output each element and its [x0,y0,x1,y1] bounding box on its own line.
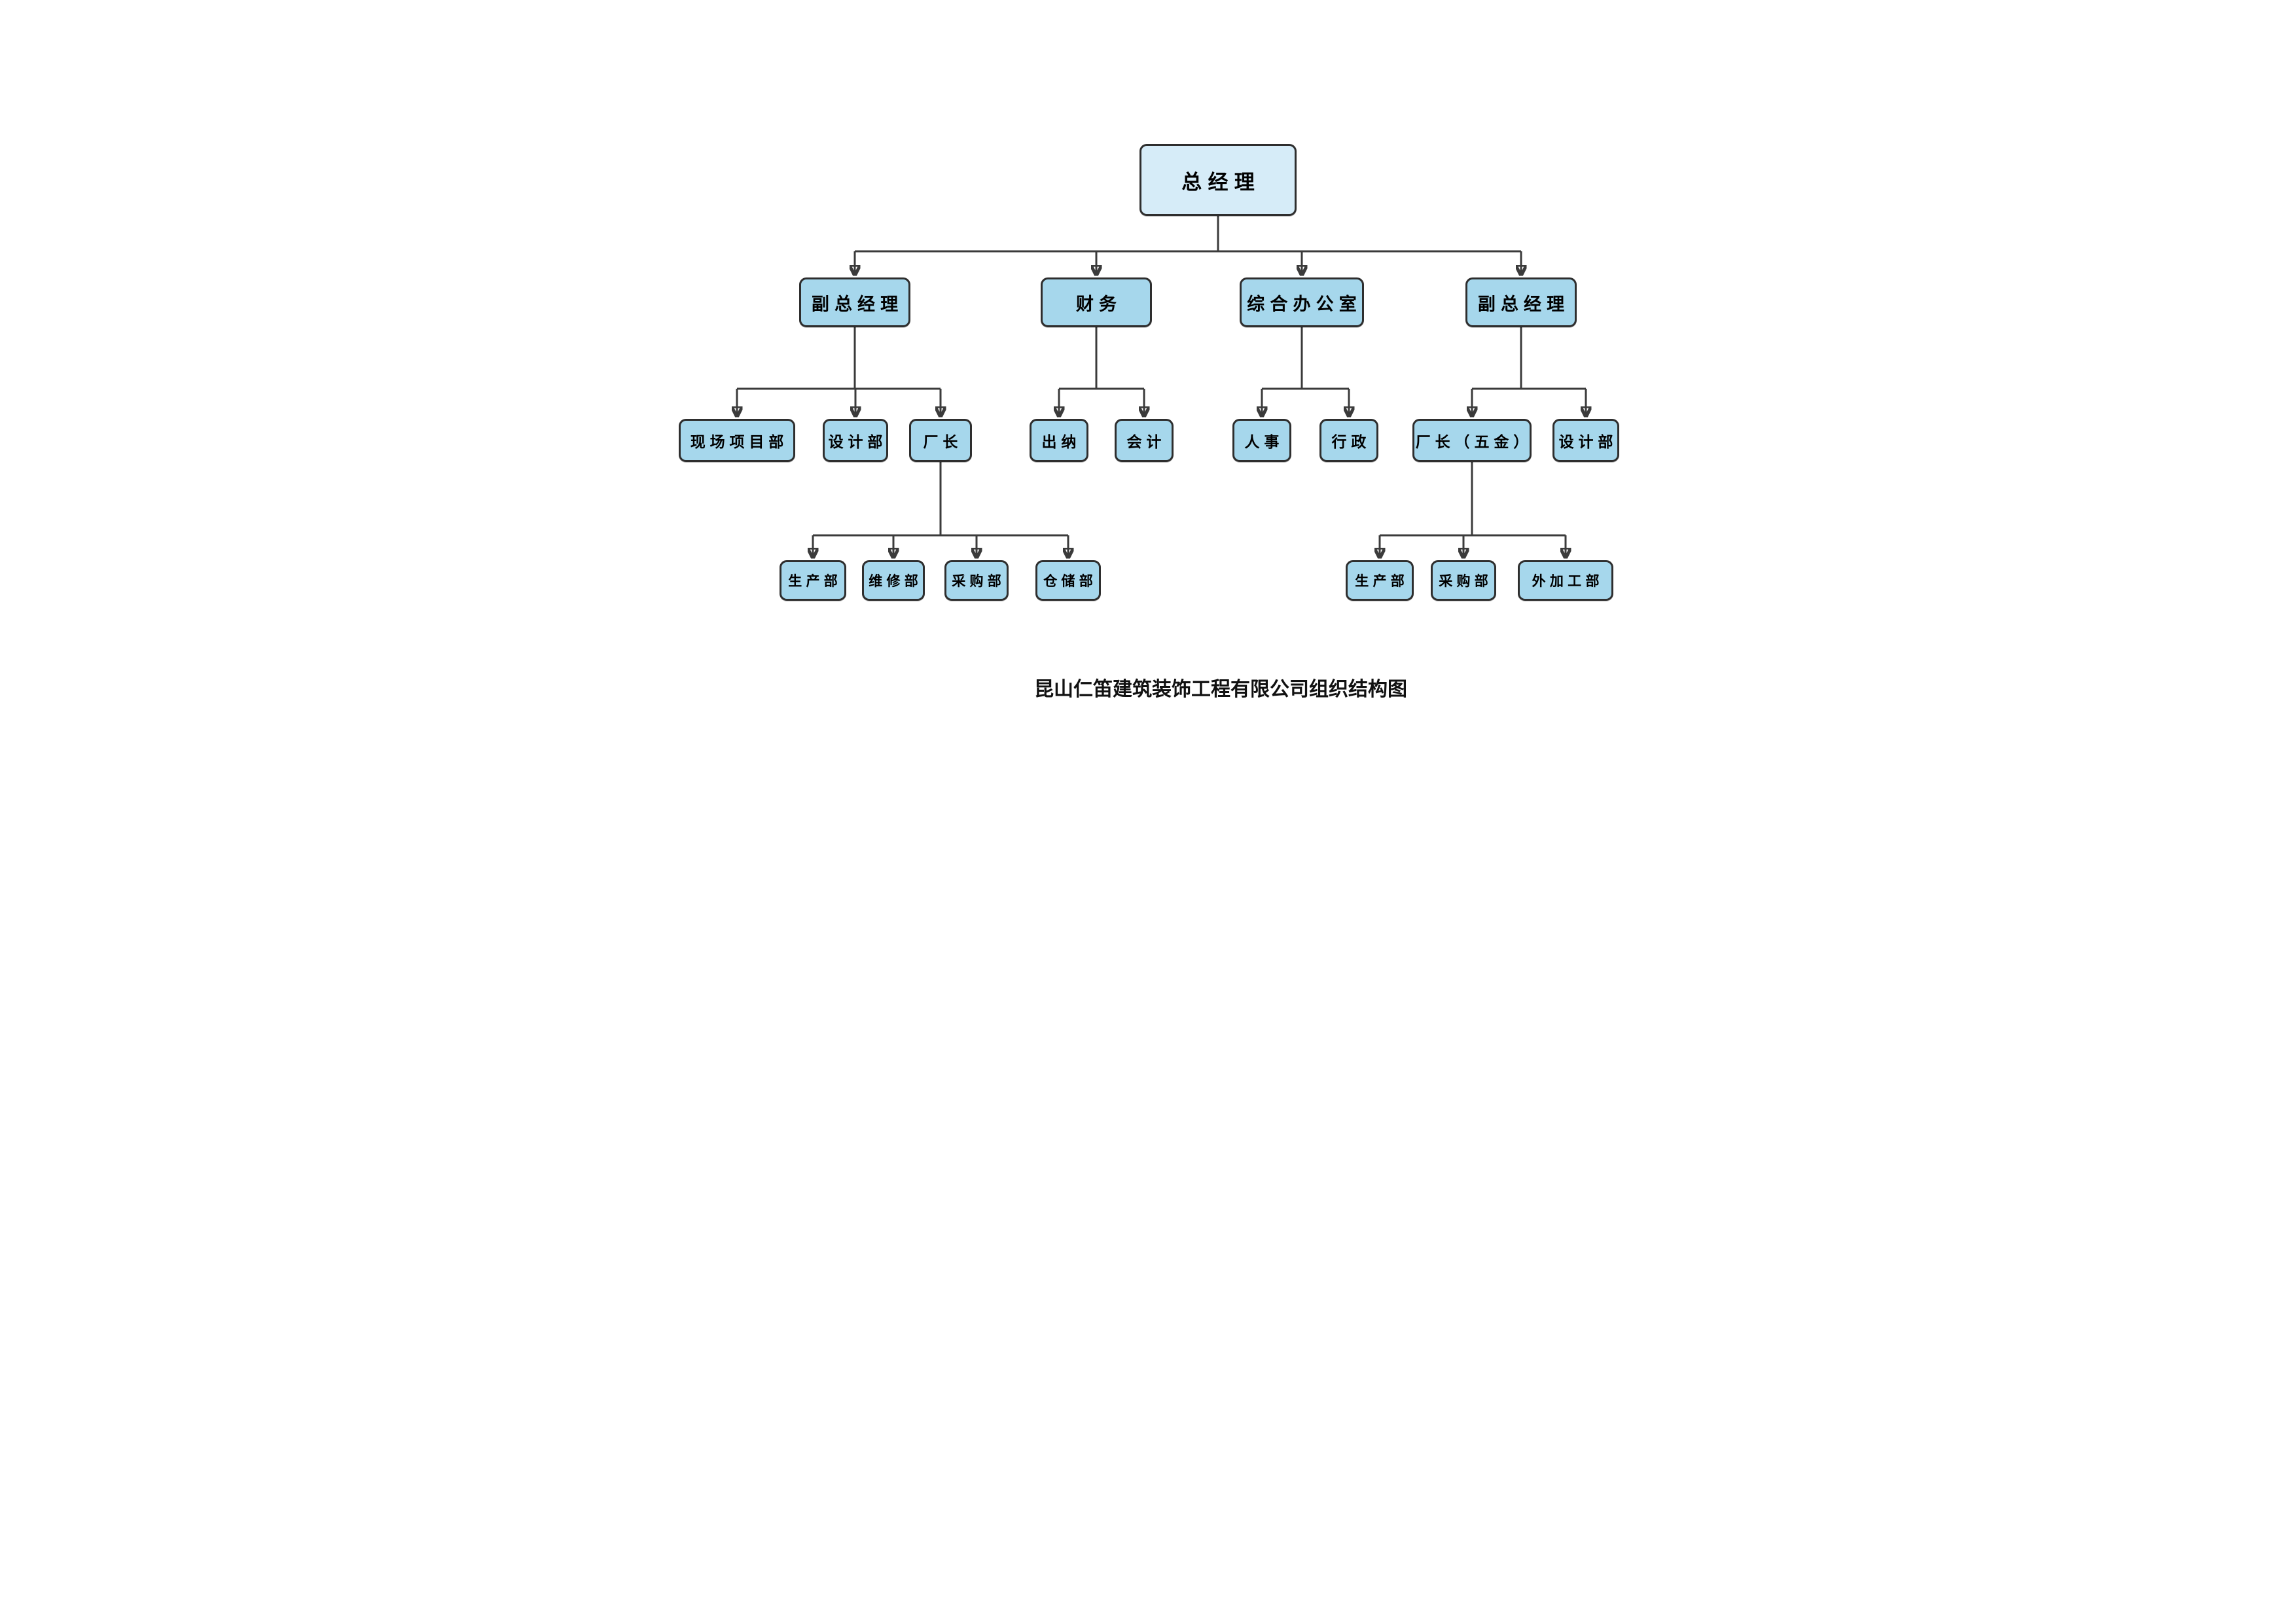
org-node-outsourcing-dept: 外加工部 [1518,560,1613,601]
org-node-factory-director: 厂长 [909,419,972,462]
org-node-warehouse-dept: 仓储部 [1035,560,1101,601]
node-label: 副总经理 [811,294,904,314]
node-label: 厂长（五金） [1415,433,1534,450]
node-label: 出纳 [1041,433,1081,450]
connectors-factory-director-to-level4 [813,462,1068,558]
org-node-accountant: 会计 [1115,419,1174,462]
node-label: 仓储部 [1043,574,1098,589]
connectors-root-to-level2 [855,216,1521,275]
org-node-production-dept-left: 生产部 [780,560,846,601]
connectors-vp-left-to-level3 [737,327,941,416]
node-label: 设计部 [1558,433,1618,450]
node-label: 会计 [1126,433,1166,450]
node-label: 生产部 [1355,574,1409,589]
node-label: 人事 [1244,433,1284,450]
node-label: 外加工部 [1532,574,1604,589]
node-label: 采购部 [952,574,1006,589]
org-node-purchasing-dept-left: 采购部 [944,560,1009,601]
org-node-hr: 人事 [1232,419,1291,462]
org-node-design-dept-right: 设计部 [1552,419,1619,462]
org-node-cashier: 出纳 [1030,419,1088,462]
node-label: 现场项目部 [690,433,789,450]
connectors-office-to-level3 [1262,327,1349,416]
node-label: 生产部 [788,574,842,589]
org-node-design-dept-left: 设计部 [823,419,888,462]
org-node-deputy-general-manager-left: 副总经理 [799,277,910,327]
org-node-factory-director-hardware: 厂长（五金） [1412,419,1532,462]
node-label: 副总经理 [1477,294,1570,314]
node-label: 财务 [1075,294,1122,314]
connectors-factory-director-hw-to-level4 [1380,462,1566,558]
connectors-finance-to-level3 [1059,327,1144,416]
org-node-general-manager: 总经理 [1139,144,1297,216]
org-node-deputy-general-manager-right: 副总经理 [1465,277,1577,327]
org-node-purchasing-dept-right: 采购部 [1431,560,1496,601]
org-node-finance: 财务 [1041,277,1152,327]
org-node-production-dept-right: 生产部 [1346,560,1414,601]
node-label: 总经理 [1181,170,1261,194]
node-label: 维修部 [869,574,923,589]
node-label: 采购部 [1439,574,1493,589]
chart-caption: 昆山仁笛建筑装饰工程有限公司组织结构图 [1034,679,1407,700]
node-label: 行政 [1331,433,1371,450]
org-chart-page: 总经理 副总经理 财务 综合办公室 副总经理 现场项目部 设计部 厂长 出纳 会… [574,0,1722,812]
org-node-administration: 行政 [1319,419,1378,462]
node-label: 厂长 [923,433,963,450]
org-node-maintenance-dept: 维修部 [862,560,925,601]
connectors-vp-right-to-level3 [1472,327,1586,416]
node-label: 设计部 [828,433,888,450]
org-node-general-office: 综合办公室 [1240,277,1364,327]
node-label: 综合办公室 [1247,294,1362,314]
org-node-site-project-dept: 现场项目部 [679,419,795,462]
